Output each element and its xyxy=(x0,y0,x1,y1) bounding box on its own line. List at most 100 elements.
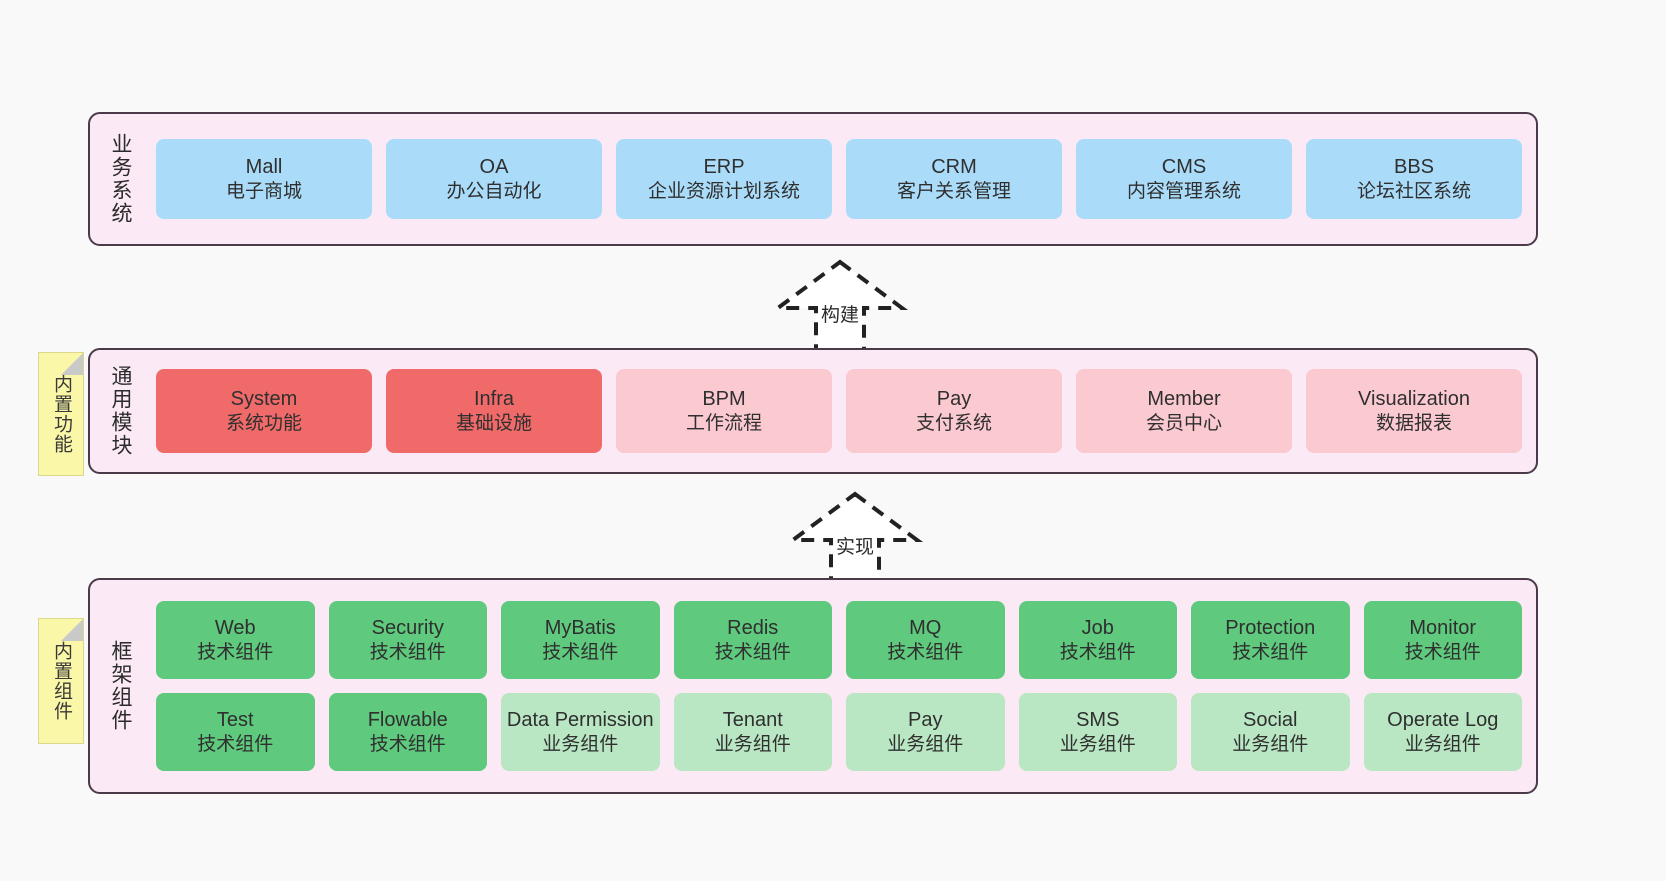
sticky-note-builtin-components: 内置组件 xyxy=(38,618,84,744)
framework-row-technical: Web 技术组件 Security 技术组件 MyBatis 技术组件 Redi… xyxy=(156,601,1522,679)
card-job[interactable]: Job 技术组件 xyxy=(1018,601,1177,679)
card-title: MyBatis xyxy=(544,616,616,639)
card-mybatis[interactable]: MyBatis 技术组件 xyxy=(501,601,660,679)
card-data-permission[interactable]: Data Permission 业务组件 xyxy=(501,693,660,771)
card-subtitle: 业务组件 xyxy=(714,733,791,755)
card-redis[interactable]: Redis 技术组件 xyxy=(673,601,832,679)
card-title: Test xyxy=(216,708,254,731)
card-flowable[interactable]: Flowable 技术组件 xyxy=(328,693,487,771)
arrow-implement: 实现 xyxy=(775,490,935,586)
card-title: Visualization xyxy=(1358,387,1470,410)
card-bpm[interactable]: BPM 工作流程 xyxy=(616,369,832,453)
card-subtitle: 基础设施 xyxy=(455,412,532,434)
card-web[interactable]: Web 技术组件 xyxy=(156,601,315,679)
card-subtitle: 技术组件 xyxy=(369,641,446,663)
layer-title-business-systems: 业务系统 xyxy=(109,133,133,225)
card-subtitle: 业务组件 xyxy=(1059,733,1136,755)
card-mall[interactable]: Mall 电子商城 xyxy=(156,139,372,219)
card-subtitle: 技术组件 xyxy=(1232,641,1309,663)
card-sms[interactable]: SMS 业务组件 xyxy=(1018,693,1177,771)
card-monitor[interactable]: Monitor 技术组件 xyxy=(1363,601,1522,679)
arrow-build: 构建 xyxy=(760,258,920,354)
card-cms[interactable]: CMS 内容管理系统 xyxy=(1076,139,1292,219)
card-subtitle: 业务组件 xyxy=(887,733,964,755)
card-title: OA xyxy=(479,155,509,178)
card-member[interactable]: Member 会员中心 xyxy=(1076,369,1292,453)
arrow-implement-label: 实现 xyxy=(835,537,874,558)
card-erp[interactable]: ERP 企业资源计划系统 xyxy=(616,139,832,219)
card-system[interactable]: System 系统功能 xyxy=(156,369,372,453)
card-title: Social xyxy=(1243,708,1298,731)
card-subtitle: 客户关系管理 xyxy=(896,180,1011,202)
card-infra[interactable]: Infra 基础设施 xyxy=(386,369,602,453)
card-title: Web xyxy=(214,616,256,639)
card-subtitle: 业务组件 xyxy=(1232,733,1309,755)
layer-title-framework-components: 框架组件 xyxy=(109,640,133,732)
card-subtitle: 技术组件 xyxy=(197,733,274,755)
card-title: BBS xyxy=(1393,155,1435,178)
sticky-note-label: 内置组件 xyxy=(50,641,72,721)
card-oa[interactable]: OA 办公自动化 xyxy=(386,139,602,219)
card-mq[interactable]: MQ 技术组件 xyxy=(846,601,1005,679)
card-subtitle: 技术组件 xyxy=(887,641,964,663)
card-subtitle: 内容管理系统 xyxy=(1126,180,1241,202)
card-title: Tenant xyxy=(722,708,783,731)
card-title: Member xyxy=(1147,387,1221,410)
card-security[interactable]: Security 技术组件 xyxy=(328,601,487,679)
card-bbs[interactable]: BBS 论坛社区系统 xyxy=(1306,139,1522,219)
card-title: BPM xyxy=(702,387,746,410)
layer-body-business-systems: Mall 电子商城 OA 办公自动化 ERP 企业资源计划系统 CRM 客户关系… xyxy=(142,114,1536,244)
card-subtitle: 办公自动化 xyxy=(446,180,542,202)
card-subtitle: 电子商城 xyxy=(225,180,302,202)
sticky-note-label: 内置功能 xyxy=(50,374,72,454)
card-title: Mall xyxy=(245,155,283,178)
card-title: CMS xyxy=(1161,155,1207,178)
card-subtitle: 技术组件 xyxy=(542,641,619,663)
card-subtitle: 论坛社区系统 xyxy=(1356,180,1471,202)
card-title: ERP xyxy=(703,155,745,178)
card-operate-log[interactable]: Operate Log 业务组件 xyxy=(1363,693,1522,771)
card-subtitle: 技术组件 xyxy=(1404,641,1481,663)
card-pay-module[interactable]: Pay 支付系统 xyxy=(846,369,1062,453)
card-social[interactable]: Social 业务组件 xyxy=(1191,693,1350,771)
card-subtitle: 企业资源计划系统 xyxy=(647,180,800,202)
card-protection[interactable]: Protection 技术组件 xyxy=(1191,601,1350,679)
card-title: Data Permission xyxy=(506,708,654,731)
layer-framework-components: 框架组件 Web 技术组件 Security 技术组件 MyBatis 技术组件… xyxy=(88,578,1538,794)
card-subtitle: 技术组件 xyxy=(1059,641,1136,663)
card-title: CRM xyxy=(931,155,977,178)
card-subtitle: 技术组件 xyxy=(197,641,274,663)
card-title: Pay xyxy=(936,387,972,410)
card-title: System xyxy=(230,387,298,410)
card-test[interactable]: Test 技术组件 xyxy=(156,693,315,771)
card-title: Flowable xyxy=(367,708,448,731)
card-pay-component[interactable]: Pay 业务组件 xyxy=(846,693,1005,771)
card-title: Infra xyxy=(473,387,515,410)
sticky-note-builtin-features: 内置功能 xyxy=(38,352,84,476)
card-title: SMS xyxy=(1076,708,1120,731)
card-subtitle: 系统功能 xyxy=(225,412,302,434)
arrow-build-label: 构建 xyxy=(820,305,859,326)
card-title: Job xyxy=(1081,616,1114,639)
card-title: Redis xyxy=(727,616,779,639)
card-subtitle: 技术组件 xyxy=(714,641,791,663)
card-subtitle: 数据报表 xyxy=(1375,412,1452,434)
card-title: MQ xyxy=(909,616,942,639)
layer-body-framework-components: Web 技术组件 Security 技术组件 MyBatis 技术组件 Redi… xyxy=(142,580,1536,792)
card-title: Security xyxy=(371,616,444,639)
card-title: Operate Log xyxy=(1387,708,1499,731)
card-subtitle: 技术组件 xyxy=(369,733,446,755)
layer-business-systems: 业务系统 Mall 电子商城 OA 办公自动化 ERP 企业资源计划系统 CRM… xyxy=(88,112,1538,246)
framework-row-business: Test 技术组件 Flowable 技术组件 Data Permission … xyxy=(156,693,1522,771)
card-crm[interactable]: CRM 客户关系管理 xyxy=(846,139,1062,219)
card-subtitle: 工作流程 xyxy=(685,412,762,434)
layer-title-common-modules: 通用模块 xyxy=(109,365,133,457)
layer-common-modules: 通用模块 System 系统功能 Infra 基础设施 BPM 工作流程 Pay… xyxy=(88,348,1538,474)
card-subtitle: 业务组件 xyxy=(542,733,619,755)
card-subtitle: 会员中心 xyxy=(1145,412,1222,434)
card-title: Pay xyxy=(908,708,943,731)
card-visualization[interactable]: Visualization 数据报表 xyxy=(1306,369,1522,453)
card-title: Monitor xyxy=(1409,616,1477,639)
card-tenant[interactable]: Tenant 业务组件 xyxy=(673,693,832,771)
